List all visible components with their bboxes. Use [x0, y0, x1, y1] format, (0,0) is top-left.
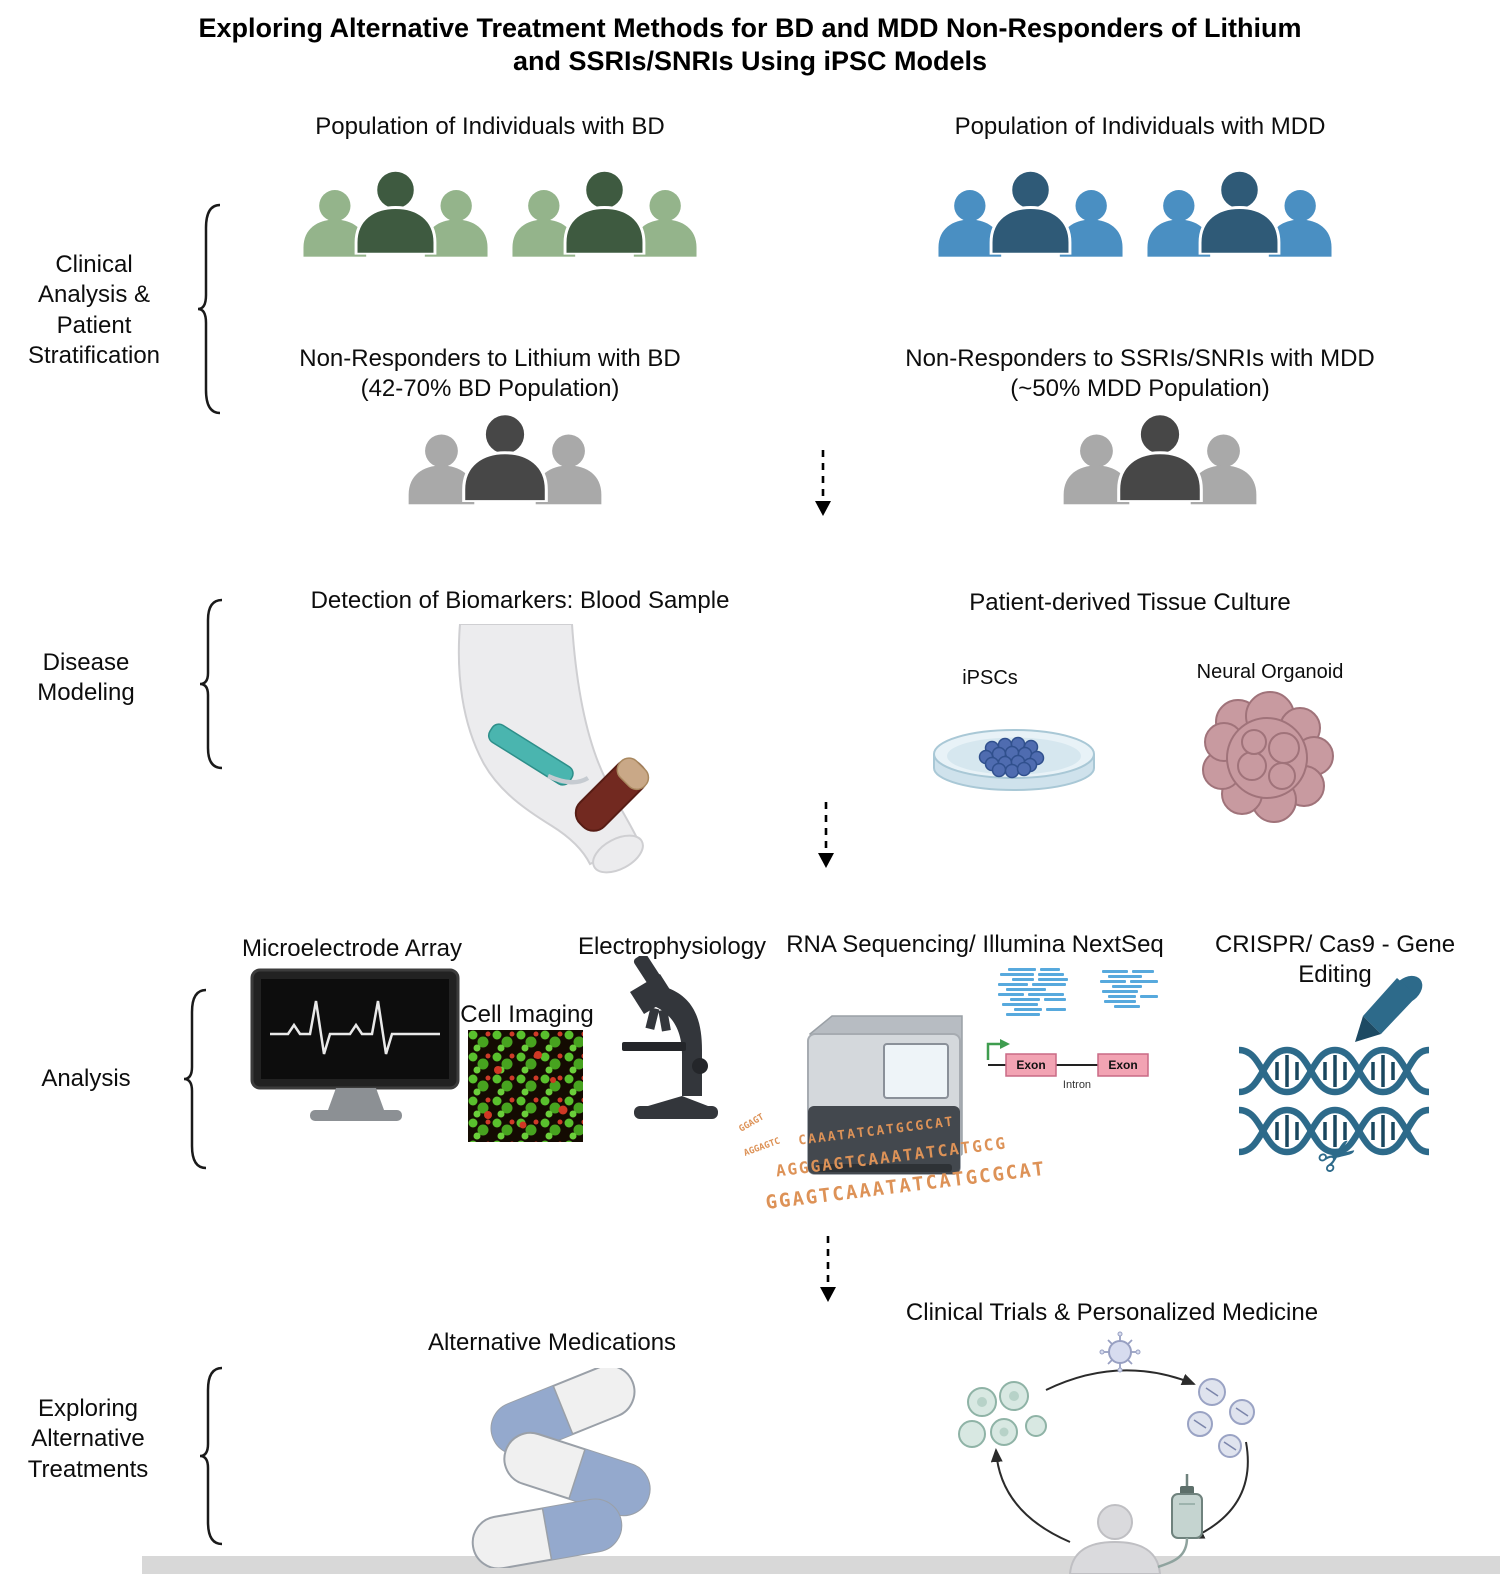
clinical-trials-label: Clinical Trials & Personalized Medicine — [905, 1299, 1319, 1326]
svg-text:Exon: Exon — [1016, 1058, 1045, 1072]
treatments-brace-icon — [199, 1366, 223, 1546]
electrophysiology-label: Electrophysiology — [577, 933, 767, 960]
hand-pencil-icon — [1355, 975, 1423, 1042]
tissue-culture-label: Patient-derived Tissue Culture — [969, 589, 1291, 616]
rna-seq-label: RNA Sequencing/ Illumina NextSeq — [786, 931, 1164, 958]
rna-reads-icon — [998, 968, 1158, 1016]
bd-nonresponders-label: Non-Responders to Lithium with BD (42-70… — [299, 345, 681, 403]
blood-vial — [574, 757, 650, 832]
biomarkers-label: Detection of Biomarkers: Blood Sample — [310, 587, 730, 614]
flow-arrow-3-icon — [820, 1236, 836, 1302]
bd-population-icon — [303, 169, 697, 257]
crispr-label: CRISPR/ Cas9 - Gene Editing — [1214, 931, 1456, 989]
personalized-medicine-icon — [958, 1331, 1255, 1574]
crispr-icon: ✂ — [1238, 975, 1430, 1187]
bd-nonresponders-icon — [408, 412, 602, 505]
mdd-nonresponders-label: Non-Responders to SSRIs/SNRIs with MDD (… — [905, 345, 1375, 403]
blood-draw-icon — [457, 624, 650, 874]
sequencer-icon — [807, 1015, 963, 1176]
monitor-ecg-icon — [250, 968, 460, 1121]
ipsc-label: iPSCs — [962, 667, 1018, 689]
patient-silhouette-icon — [1068, 1504, 1162, 1574]
disease-brace-icon — [199, 598, 223, 770]
mdd-population-label: Population of Individuals with MDD — [954, 113, 1326, 140]
microscope-icon — [622, 956, 718, 1119]
organoid-label: Neural Organoid — [1196, 661, 1344, 683]
bd-population-label: Population of Individuals with BD — [315, 113, 665, 140]
ecg-waveform — [270, 1000, 440, 1055]
svg-text:Exon: Exon — [1108, 1058, 1137, 1072]
cell-imaging-label: Cell Imaging — [460, 1001, 594, 1028]
clinical-brace-icon — [197, 203, 221, 415]
exon-intron-diagram: Exon Exon Intron — [986, 1039, 1149, 1091]
section-clinical-label: Clinical Analysis & Patient Stratificati… — [27, 251, 161, 370]
flow-arrow-2-icon — [818, 802, 834, 868]
neural-organoid-icon — [1202, 691, 1334, 823]
promoter-arrow-icon — [1000, 1039, 1010, 1049]
flow-arrow-1-icon — [815, 450, 831, 516]
section-disease-label: Disease Modeling — [37, 649, 135, 707]
patient-cells-icon — [958, 1381, 1047, 1448]
section-analysis-label: Analysis — [41, 1065, 131, 1092]
page-title: Exploring Alternative Treatment Methods … — [0, 12, 1500, 78]
cell-imaging-icon — [468, 1030, 583, 1142]
microelectrode-label: Microelectrode Array — [241, 935, 463, 962]
mdd-nonresponders-icon — [1063, 412, 1257, 505]
dna-helix-icon — [1238, 1046, 1430, 1156]
virus-icon — [1099, 1331, 1141, 1373]
mdd-population-icon — [938, 169, 1332, 257]
svg-text:Intron: Intron — [1063, 1079, 1091, 1091]
capsules-icon — [471, 1368, 651, 1568]
medications-label: Alternative Medications — [427, 1329, 677, 1356]
gene-reads-diagram: Exon Exon Intron — [986, 968, 1158, 1091]
section-treatments-label: Exploring Alternative Treatments — [27, 1395, 149, 1483]
ipsc-colonies — [978, 736, 1045, 779]
page-title-line1: Exploring Alternative Treatment Methods … — [198, 13, 1302, 43]
therapy-molecules-icon — [1187, 1378, 1255, 1458]
tourniquet-band — [487, 723, 574, 786]
svg-text:AGGAGTC: AGGAGTC — [743, 1136, 782, 1158]
sequencer-screen — [883, 1043, 949, 1099]
svg-text:GGAGT: GGAGT — [738, 1112, 767, 1134]
bottom-surface — [142, 1556, 1500, 1574]
analysis-brace-icon — [183, 988, 207, 1170]
iv-bag-icon — [1157, 1474, 1203, 1569]
page-title-line2: and SSRIs/SNRIs Using iPSC Models — [512, 45, 988, 76]
petri-dish-icon — [933, 729, 1095, 791]
dna-sequence-text: GGAGT AGGAGTC CAAATATCATGCGCAT AGGGAGTCA… — [738, 1112, 1048, 1210]
